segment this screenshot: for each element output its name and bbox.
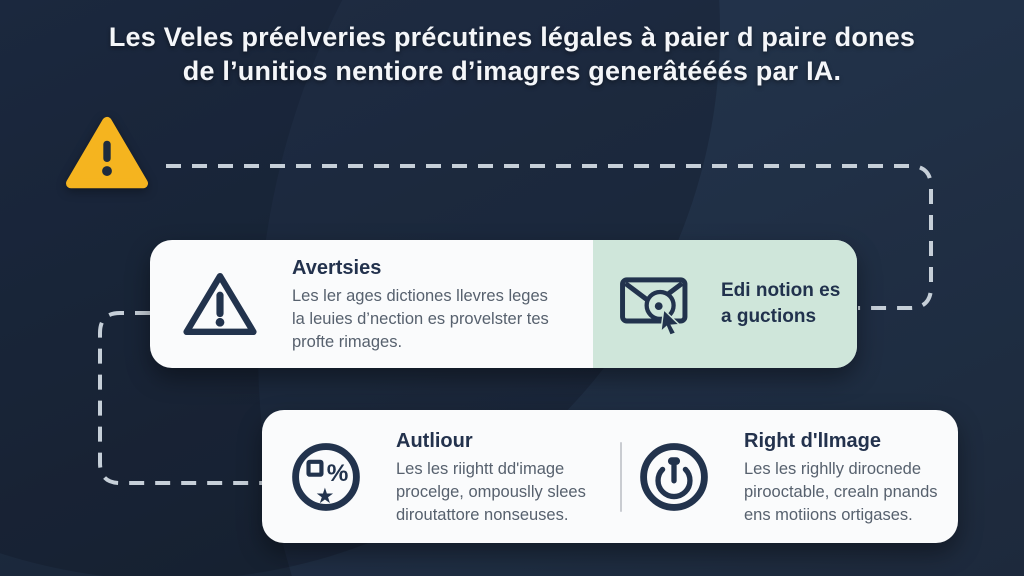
star-glyph: ★ [315,483,334,508]
green-side-panel: Edi notion es a guctions [593,240,857,368]
card-warnings-body-line: Les ler ages dictiones llevres leges [292,287,548,305]
card-rights-left-body-line: Les les riightt dd'image [396,459,565,478]
vertical-divider [620,442,622,512]
card-rights-right-heading: Right d'lImage [744,429,881,452]
card-rights-left-text: Autliour Les les riightt dd'image procel… [396,427,586,527]
card-warnings-left-section: Avertsies Les ler ages dictiones llevres… [150,240,593,368]
card-warnings-text: Avertsies Les ler ages dictiones llevres… [292,254,549,354]
card-rights-left-heading: Autliour [396,429,473,452]
card-warnings-body-line: la leuies d’nection es provelster tes [292,310,549,328]
page-title: Les Veles préelveries précutines légales… [0,20,1024,88]
card-rights-right-body-line: pirooctable, crealn pnands [744,482,938,501]
power-pin-icon [640,442,708,511]
card-warnings: Avertsies Les ler ages dictiones llevres… [150,240,857,368]
card-rights-right-body-line: Les les righlly dirocnede [744,459,922,478]
page-title-line1: Les Veles préelveries précutines légales… [108,22,916,52]
card-rights-left-body-line: procelge, ompouslly slees [396,482,586,501]
card-warnings-body-line: profte rimages. [292,333,403,351]
card-rights: % ★ Autliour Les les riightt dd'image pr… [262,410,958,543]
card-rights-left-body-line: diroutattore nonseuses. [396,505,569,524]
card-rights-right-text: Right d'lImage Les les righlly dirocnede… [744,427,938,527]
warning-triangle-icon [66,116,148,189]
outline-warning-triangle-icon [183,272,257,336]
percent-glyph: % [327,459,349,486]
green-panel-label-line2: a guctions [721,306,817,327]
badge-percent-star-icon: % ★ [292,442,360,511]
card-warnings-heading: Avertsies [292,257,382,279]
green-panel-label-line1: Edi notion es [721,280,841,301]
card-rights-right-section: Right d'lImage Les les righlly dirocnede… [610,410,958,543]
envelope-cursor-icon [620,277,688,335]
card-rights-left-section: % ★ Autliour Les les riightt dd'image pr… [262,410,610,543]
page-title-line2: de l’unitios nentiore d’imagres generâté… [182,56,842,86]
card-rights-right-body-line: ens motiions ortigases. [744,505,913,524]
green-panel-label: Edi notion es a guctions [721,278,840,330]
